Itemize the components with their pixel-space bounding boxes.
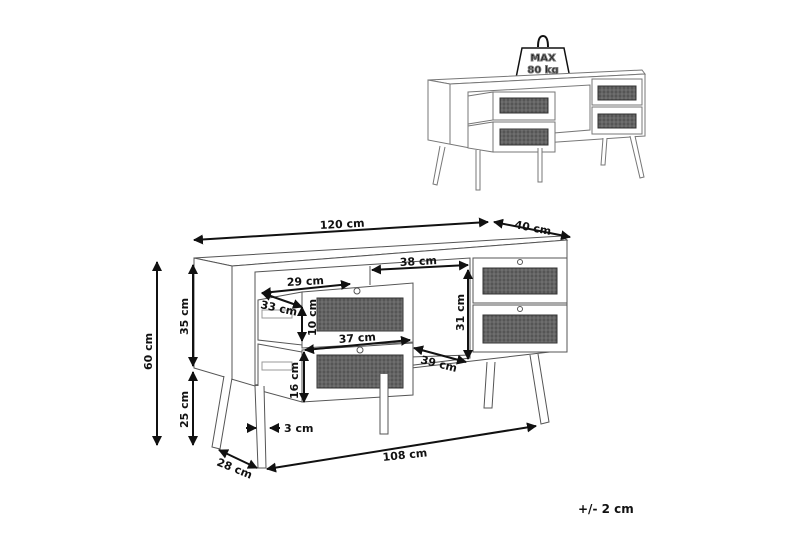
label-body-height: 35 cm [178, 298, 191, 335]
label-right-section-height: 31 cm [454, 294, 467, 331]
dimension-lines [152, 217, 571, 473]
label-leg-span-width: 108 cm [382, 446, 428, 464]
preview-sketch: MAX 80 kg [427, 34, 646, 191]
weight-line1: MAX [530, 53, 556, 64]
label-total-height: 60 cm [142, 333, 155, 370]
sideboard-drawing [193, 235, 569, 469]
label-depth: 40 cm [513, 218, 552, 238]
weight-line2: 80 kg [527, 65, 558, 76]
dimension-labels: 120 cm 40 cm 60 cm 35 cm 25 cm 38 cm 29 … [142, 217, 552, 482]
label-drawer-front-width: 37 cm [338, 330, 376, 346]
weight-badge: MAX 80 kg [515, 34, 571, 79]
label-shelf-width: 38 cm [399, 254, 437, 269]
label-drawer-front-height: 16 cm [288, 362, 301, 399]
label-leg-span-depth: 28 cm [215, 456, 254, 482]
label-drawer-inner-width: 29 cm [286, 274, 324, 289]
label-width: 120 cm [319, 217, 364, 232]
label-leg-diameter: 3 cm [284, 422, 313, 435]
tolerance-note: +/- 2 cm [578, 502, 634, 516]
label-drawer-inner-height: 10 cm [306, 299, 319, 336]
label-leg-height: 25 cm [178, 391, 191, 428]
